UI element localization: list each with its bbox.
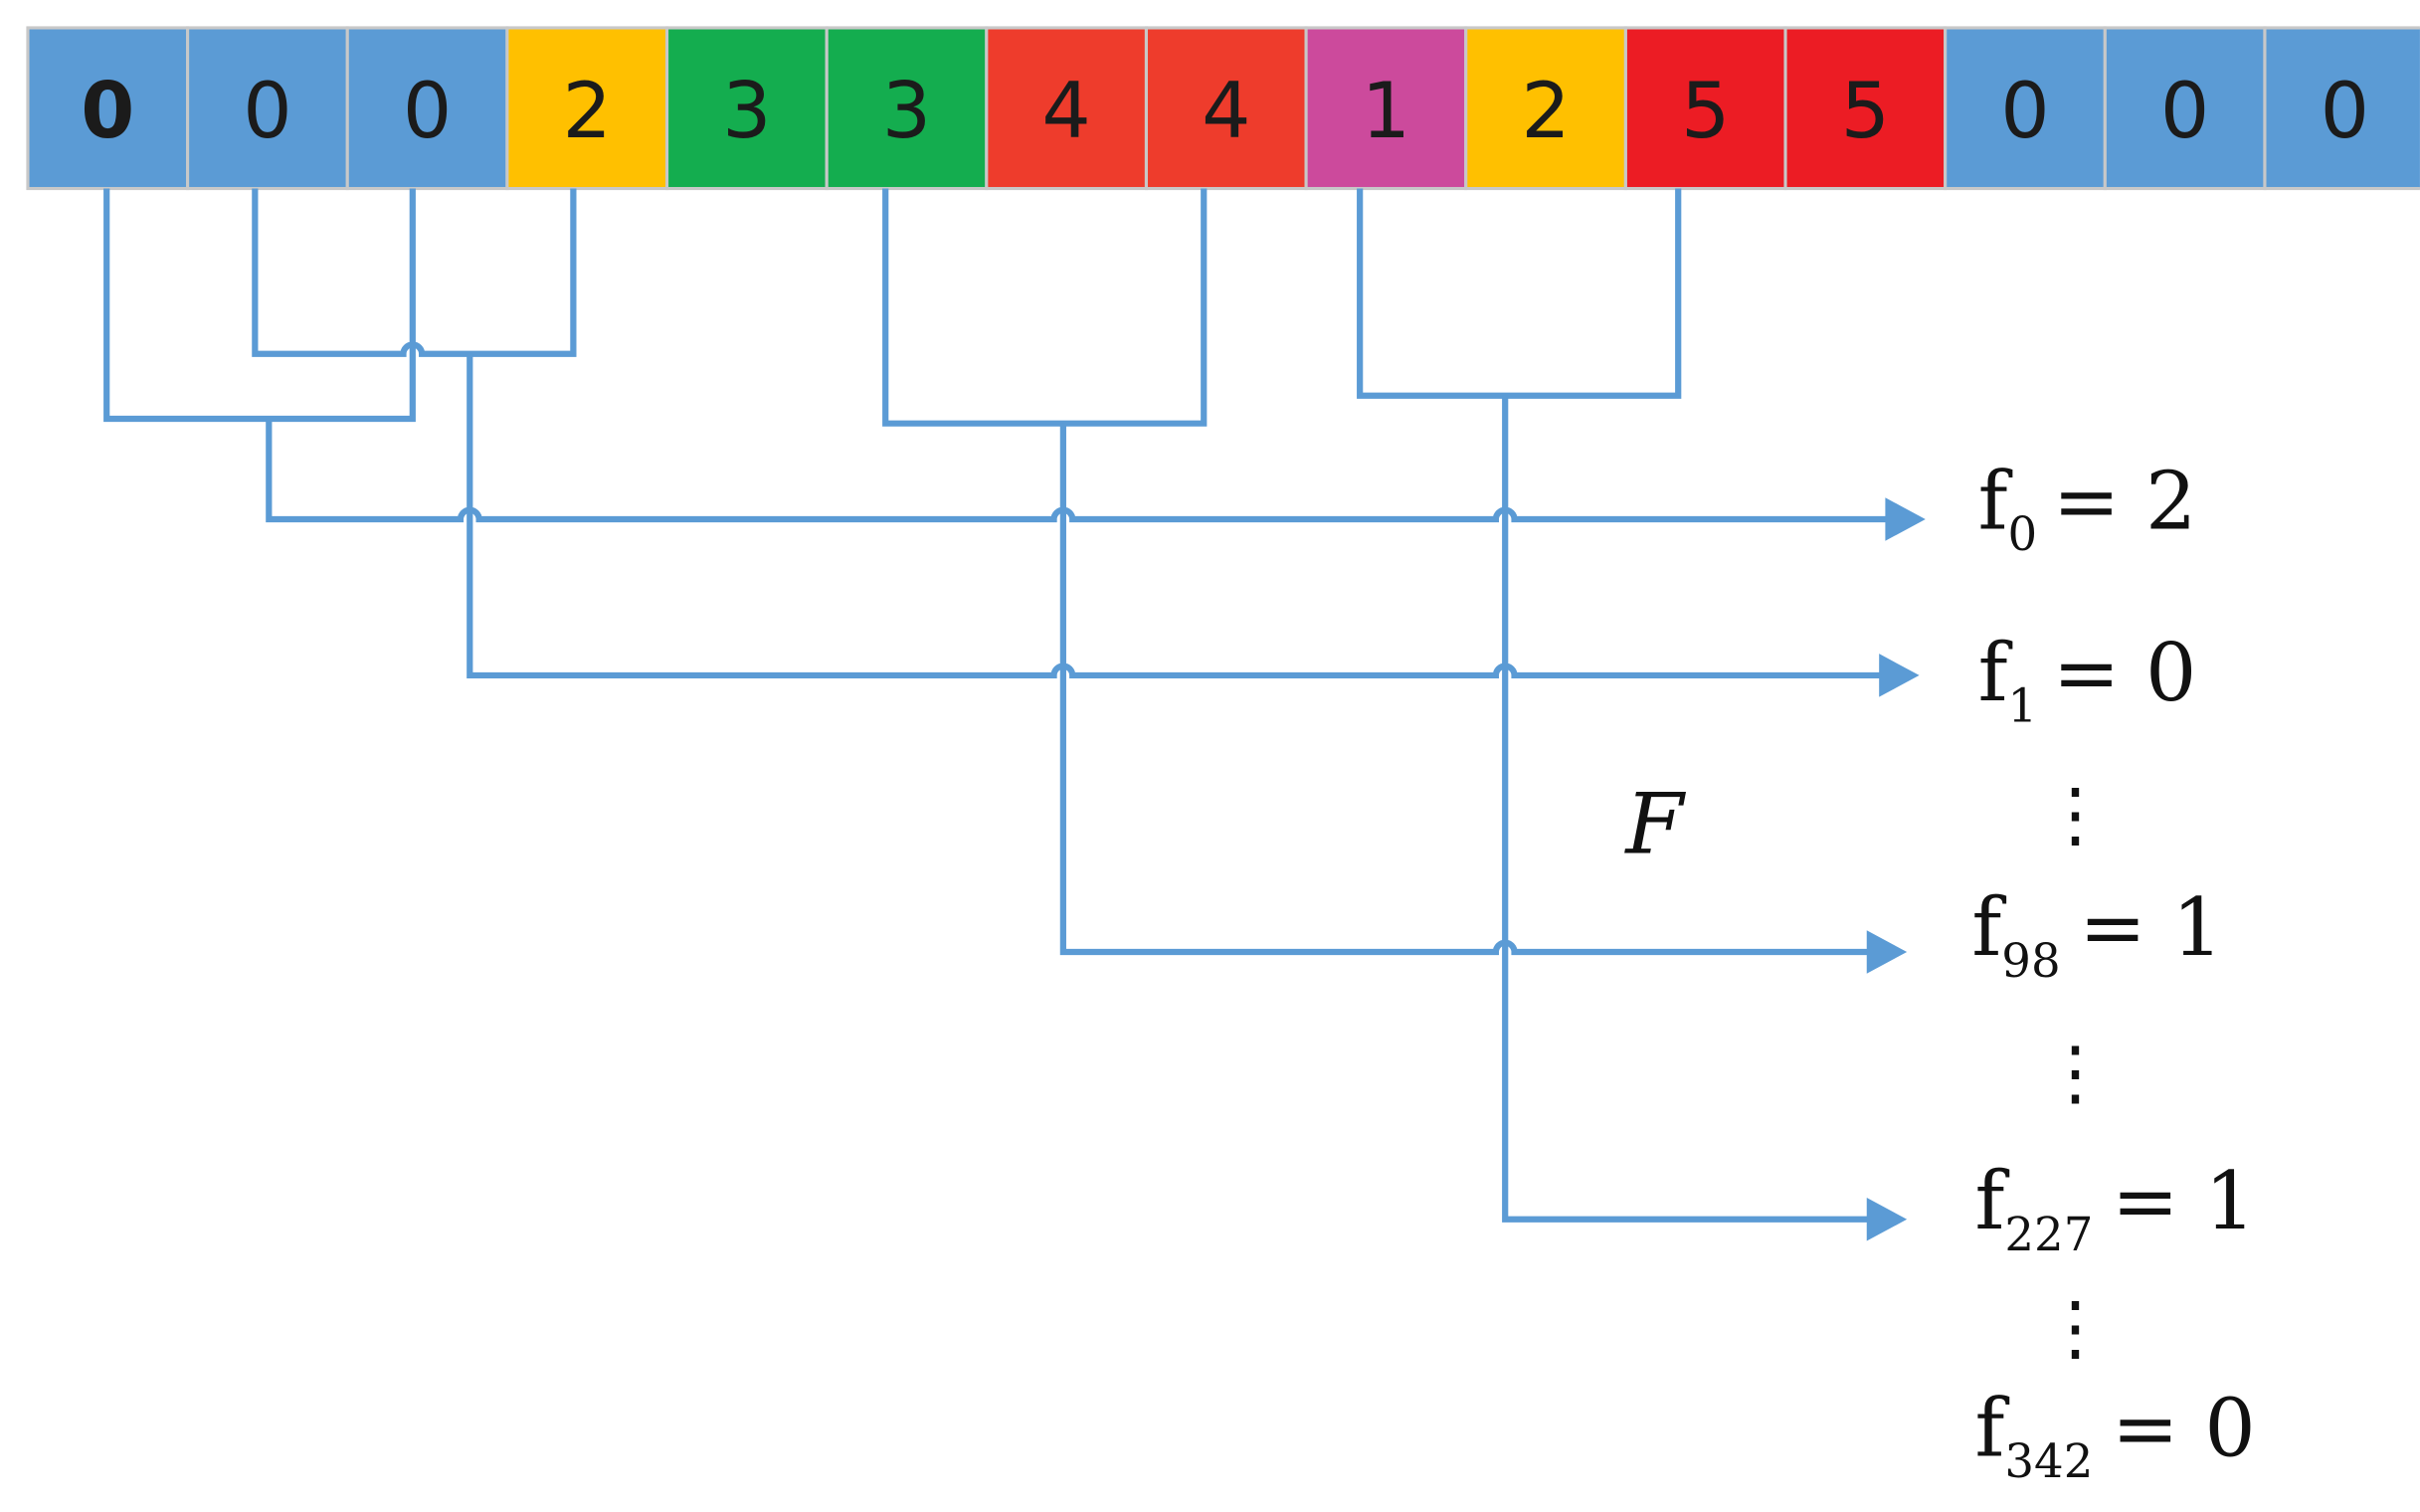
cell-value: 0 xyxy=(2321,67,2369,156)
ellipsis-1: ⋮ xyxy=(2040,774,2111,856)
feature-value: = 0 xyxy=(2112,1382,2256,1475)
feature-value: = 2 xyxy=(2053,455,2197,548)
cell-value: 0 xyxy=(403,67,452,156)
cell-background xyxy=(1304,26,1468,191)
cell-background xyxy=(1464,26,1627,191)
sequence-cell: 4 xyxy=(1144,26,1308,191)
cell-value: 5 xyxy=(1681,67,1730,156)
pair-connector-5-7 xyxy=(882,188,1208,427)
arrowhead-f0 xyxy=(1885,497,1926,541)
cell-value: 2 xyxy=(563,67,612,156)
sequence-cell: 0 xyxy=(1944,26,2107,191)
cell-value: 0 xyxy=(81,67,134,156)
feature-name: f xyxy=(1975,1155,2010,1248)
cell-background xyxy=(345,26,509,191)
feature-name: f xyxy=(1978,627,2013,720)
feature-f1: f1 = 0 xyxy=(1978,627,2197,733)
sequence-cell: 0 xyxy=(186,26,349,191)
trunk-f227 xyxy=(1502,395,1870,1223)
feature-index: 342 xyxy=(2004,1434,2093,1488)
cell-background xyxy=(825,26,989,191)
feature-name: f xyxy=(1975,1382,2010,1475)
cell-value: 4 xyxy=(1202,67,1250,156)
sequence-cell: 0 xyxy=(2263,26,2420,191)
sequence-cell: 5 xyxy=(1783,26,1948,191)
trunk-f98 xyxy=(1059,423,1870,956)
sequence-cells: 0 0 0 2 3 3 4 4 1 2 5 5 0 0 0 xyxy=(26,26,2420,191)
feature-index: 1 xyxy=(2008,679,2038,733)
cell-value: 2 xyxy=(1521,67,1570,156)
cell-value: 3 xyxy=(722,67,771,156)
feature-name: f xyxy=(1978,455,2013,548)
sequence-cell: 0 xyxy=(2103,26,2267,191)
cell-value: 0 xyxy=(243,67,291,156)
feature-index: 227 xyxy=(2004,1208,2093,1261)
cell-background xyxy=(1783,26,1948,191)
cell-background xyxy=(2263,26,2420,191)
cell-background xyxy=(1144,26,1308,191)
feature-value: = 1 xyxy=(2079,881,2223,975)
feature-vector: f0= 2 f1= 0 f98= 1 f227= 1 f342= 0 ⋮ ⋮ ⋮… xyxy=(1623,455,2255,1488)
pair-connector-0-2 xyxy=(103,188,416,423)
cell-value: 4 xyxy=(1041,67,1090,156)
cell-value: 0 xyxy=(2160,67,2209,156)
arrowhead-f98 xyxy=(1866,930,1908,974)
feature-name: f xyxy=(1971,881,2006,975)
sequence-cell: 2 xyxy=(1464,26,1627,191)
sequence-cell: 3 xyxy=(664,26,829,191)
sequence-cell: 0 xyxy=(345,26,509,191)
feature-value: = 1 xyxy=(2112,1155,2256,1248)
feature-value: = 0 xyxy=(2053,627,2197,720)
sequence-cell: 4 xyxy=(985,26,1149,191)
trunk-f1 xyxy=(466,353,1883,679)
feature-set-label: F xyxy=(1623,776,1686,873)
feature-f0: f0 = 2 xyxy=(1978,455,2197,561)
cell-value: 0 xyxy=(2000,67,2049,156)
ellipsis-2: ⋮ xyxy=(2040,1032,2111,1114)
feature-index: 0 xyxy=(2008,507,2038,561)
trunk-f0 xyxy=(266,419,1889,523)
pair-connector-8-10 xyxy=(1357,188,1682,399)
cell-background xyxy=(186,26,349,191)
cell-value: 5 xyxy=(1841,67,1890,156)
feature-index: 98 xyxy=(2001,934,2060,988)
pair-connector-1-3 xyxy=(252,188,577,357)
arrowhead-f227 xyxy=(1866,1198,1908,1241)
cell-value: 1 xyxy=(1362,67,1410,156)
feature-f227: f227 = 1 xyxy=(1975,1155,2256,1261)
sequence-cell: 2 xyxy=(505,26,669,191)
connector-wires xyxy=(103,188,1926,1241)
cell-background xyxy=(26,26,190,191)
arrowhead-f1 xyxy=(1879,654,1920,697)
feature-f98: f98 = 1 xyxy=(1971,881,2223,988)
ellipsis-3: ⋮ xyxy=(2040,1286,2111,1369)
feature-f342: f342 = 0 xyxy=(1975,1382,2256,1488)
sequence-cell: 5 xyxy=(1623,26,1787,191)
cell-value: 3 xyxy=(882,67,931,156)
cell-background xyxy=(1944,26,2107,191)
sequence-cell: 3 xyxy=(825,26,989,191)
sequence-cell: 0 xyxy=(26,26,190,191)
cell-background xyxy=(2103,26,2267,191)
cell-background xyxy=(664,26,829,191)
cell-background xyxy=(985,26,1149,191)
sequence-cell: 1 xyxy=(1304,26,1468,191)
